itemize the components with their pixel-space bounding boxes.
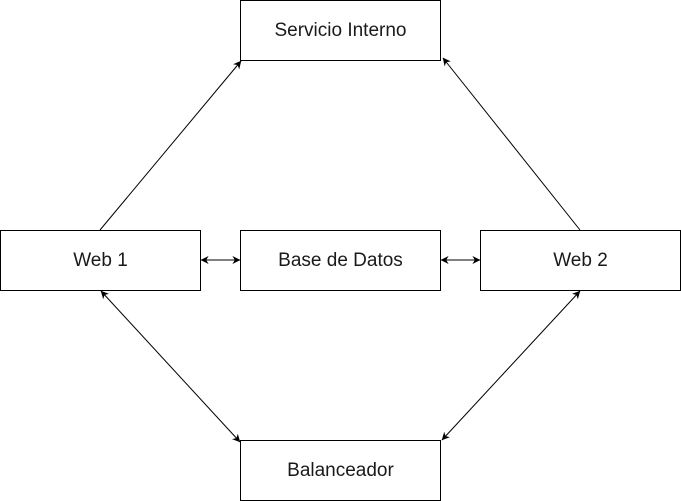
edge-web2-to-servicio — [442, 57, 581, 231]
node-balanceador[interactable]: Balanceador — [240, 440, 441, 501]
node-label: Web 2 — [553, 250, 608, 271]
edge-web2-balanceador — [441, 290, 581, 441]
node-label: Web 1 — [73, 250, 128, 271]
edge-web1-balanceador — [100, 290, 241, 443]
node-box — [480, 230, 681, 291]
node-label: Base de Datos — [278, 250, 403, 271]
node-servicio-interno[interactable]: Servicio Interno — [240, 0, 441, 61]
node-base-de-datos[interactable]: Base de Datos — [240, 230, 441, 291]
node-web-1[interactable]: Web 1 — [0, 230, 201, 291]
edge-web1-to-servicio — [99, 60, 242, 231]
node-label: Balanceador — [287, 460, 394, 481]
edges — [99, 57, 581, 443]
node-box — [0, 230, 201, 291]
node-box — [240, 230, 441, 291]
node-box — [240, 0, 441, 61]
node-web-2[interactable]: Web 2 — [480, 230, 681, 291]
node-box — [240, 440, 441, 501]
node-label: Servicio Interno — [274, 20, 406, 41]
